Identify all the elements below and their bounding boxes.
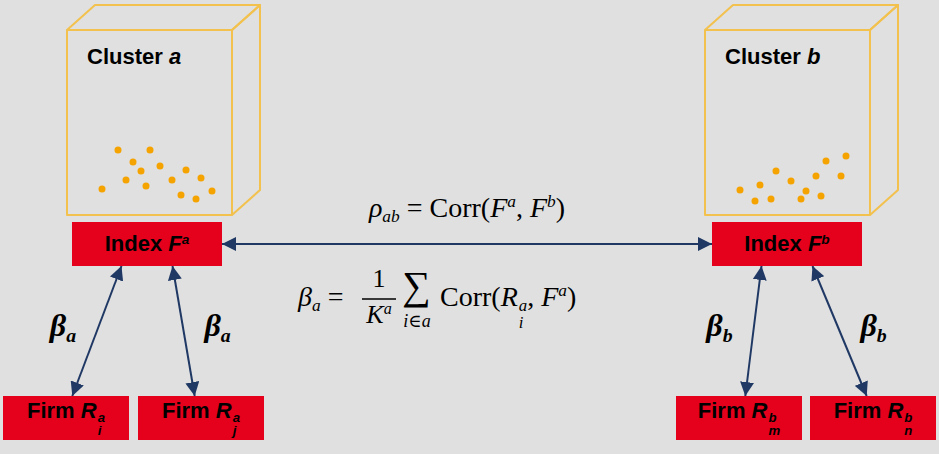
node-text: Index Fb (744, 231, 829, 257)
fraction-numerator: 1 (373, 264, 386, 294)
edge-label: βa (50, 307, 76, 347)
edge-label: βb (706, 307, 732, 347)
italic-symbol: F (490, 192, 507, 223)
fraction-bar (362, 298, 396, 300)
node-text: Cluster b (725, 44, 820, 70)
sub-superscript: bn (904, 411, 912, 437)
subscript: i (98, 424, 105, 437)
italic-symbol: R (81, 398, 97, 423)
subscript: m (768, 424, 780, 437)
superscript: a (507, 193, 516, 212)
node-text: Firm Rbm (698, 398, 780, 437)
superscript: a (182, 232, 190, 247)
italic-symbol: β (50, 307, 66, 343)
italic-symbol: β (298, 281, 312, 312)
superscript: a (98, 411, 105, 424)
subscript: j (233, 424, 240, 437)
superscript: b (904, 411, 912, 424)
italic-symbol: R (887, 398, 903, 423)
index-box: Index Fb (712, 222, 862, 266)
superscript: a (519, 298, 527, 315)
node-text: Firm Rai (27, 398, 105, 437)
superscript: b (821, 232, 829, 247)
superscript: a (233, 411, 240, 424)
italic-symbol: F (168, 231, 181, 256)
node-text: Firm Raj (162, 398, 240, 437)
node-text: Index Fa (105, 231, 190, 257)
cube-outline (67, 5, 898, 215)
fraction-denominator: Ka (366, 300, 391, 330)
edge-label: βb (860, 307, 886, 347)
italic-symbol: R (216, 398, 232, 423)
italic-symbol: F (530, 192, 547, 223)
sub-superscript: ai (98, 411, 105, 437)
subscript: ab (382, 208, 399, 227)
connector (173, 266, 195, 396)
sum-symbol: ∑ (402, 262, 431, 309)
sub-superscript: aj (233, 411, 240, 437)
connector (222, 243, 712, 245)
sum-index: i∈a (403, 310, 430, 332)
sub-superscript: ai (519, 298, 527, 332)
node-text: Cluster a (87, 44, 181, 70)
italic-symbol: i (403, 311, 408, 331)
italic-symbol: b (807, 44, 820, 69)
index-box: Index Fa (72, 222, 222, 266)
firm-box: Firm Rbm (676, 396, 802, 440)
subscript: i (519, 315, 527, 332)
superscript: b (547, 193, 556, 212)
italic-symbol: ρ (369, 192, 382, 223)
italic-symbol: F (808, 231, 821, 256)
cluster-cube: Cluster a (67, 30, 232, 215)
italic-symbol: a (422, 311, 431, 331)
subscript: n (904, 424, 912, 437)
italic-symbol: R (501, 281, 518, 312)
superscript: a (558, 281, 567, 300)
superscript: a (384, 300, 392, 317)
subscript: b (877, 324, 887, 346)
cluster-cube: Cluster b (705, 30, 870, 215)
sub-superscript: bm (768, 411, 780, 437)
connector (813, 266, 867, 396)
subscript: b (723, 324, 733, 346)
superscript: b (768, 411, 780, 424)
italic-symbol: R (752, 398, 768, 423)
firm-box: Firm Rai (3, 396, 129, 440)
connector (745, 266, 761, 396)
italic-symbol: β (706, 307, 722, 343)
italic-symbol: K (366, 300, 383, 329)
connector (72, 266, 121, 396)
firm-box: Firm Raj (138, 396, 264, 440)
firm-box: Firm Rbn (810, 396, 936, 440)
italic-symbol: β (204, 307, 220, 343)
italic-symbol: F (541, 281, 558, 312)
edge-label: βa (204, 307, 230, 347)
subscript: a (221, 324, 231, 346)
formula-correlation: Corr(Rai, Fa) (440, 281, 576, 332)
italic-symbol: a (169, 44, 181, 69)
node-text: Firm Rbn (834, 398, 913, 437)
subscript: a (312, 296, 321, 315)
formula-lhs: βa = (298, 281, 343, 316)
italic-symbol: β (860, 307, 876, 343)
subscript: a (66, 324, 76, 346)
edge-label: ρab = Corr(Fa, Fb) (369, 192, 565, 227)
